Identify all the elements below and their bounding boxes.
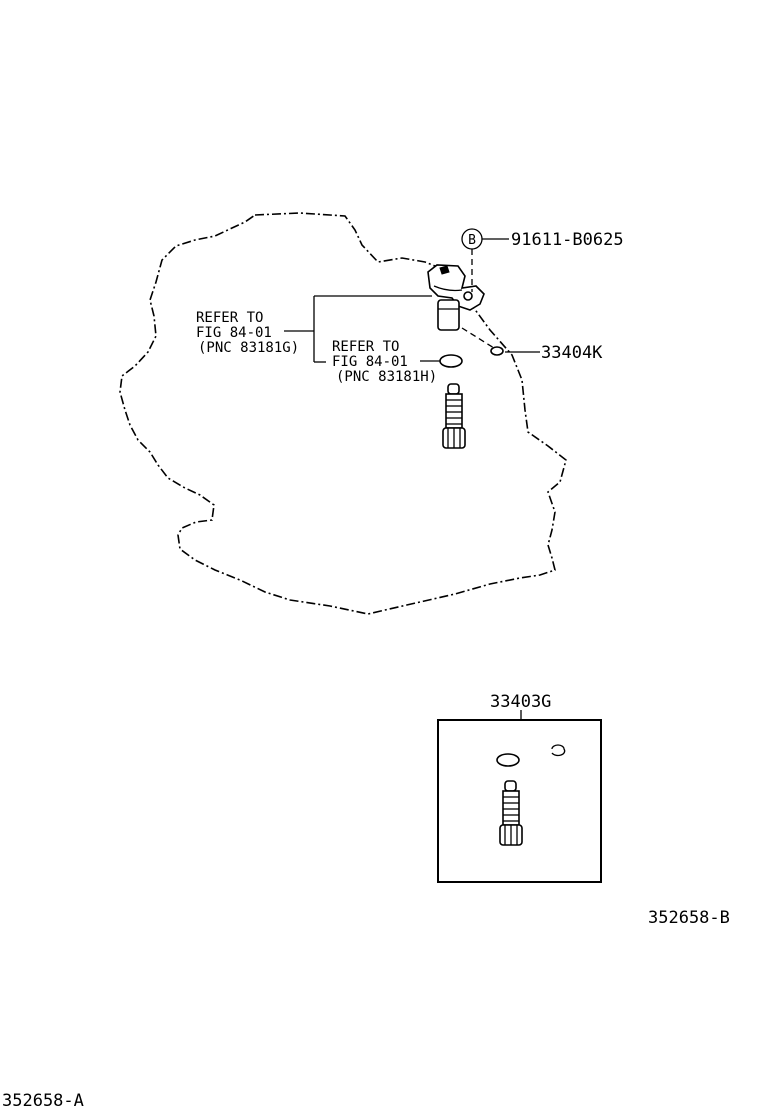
oring-callout: 33404K [461, 327, 603, 363]
oring-small [490, 346, 504, 356]
driven-gear-shaft [442, 383, 466, 449]
kit-part-number: 33403G [490, 692, 551, 712]
kit-frame [437, 719, 602, 883]
refer-1-line2: FIG 84-01 [196, 325, 272, 341]
refer-2-line2: FIG 84-01 [332, 354, 408, 370]
speed-sensor [427, 264, 485, 331]
refer-leaders [284, 295, 463, 368]
refer-2-line3: (PNC 83181H) [336, 369, 437, 385]
kit-box: 33403G [437, 692, 602, 883]
callout-letter: B [468, 233, 476, 248]
transmission-case-outline [119, 212, 567, 615]
bolt-part-number: 91611-B0625 [511, 230, 624, 250]
kit-gear-shaft [499, 780, 523, 846]
oring-part-number: 33404K [541, 343, 603, 363]
refer-1-line3: (PNC 83181G) [198, 340, 299, 356]
refer-2-line1: REFER TO [332, 339, 399, 355]
ref-code-a: 352658-A [2, 1091, 84, 1111]
refer-1-line1: REFER TO [196, 310, 263, 326]
bolt-callout: B 91611-B0625 [461, 228, 624, 292]
oring-large [439, 354, 463, 368]
kit-oring [496, 753, 520, 767]
ref-code-b: 352658-B [648, 908, 730, 928]
kit-clip [551, 744, 566, 757]
